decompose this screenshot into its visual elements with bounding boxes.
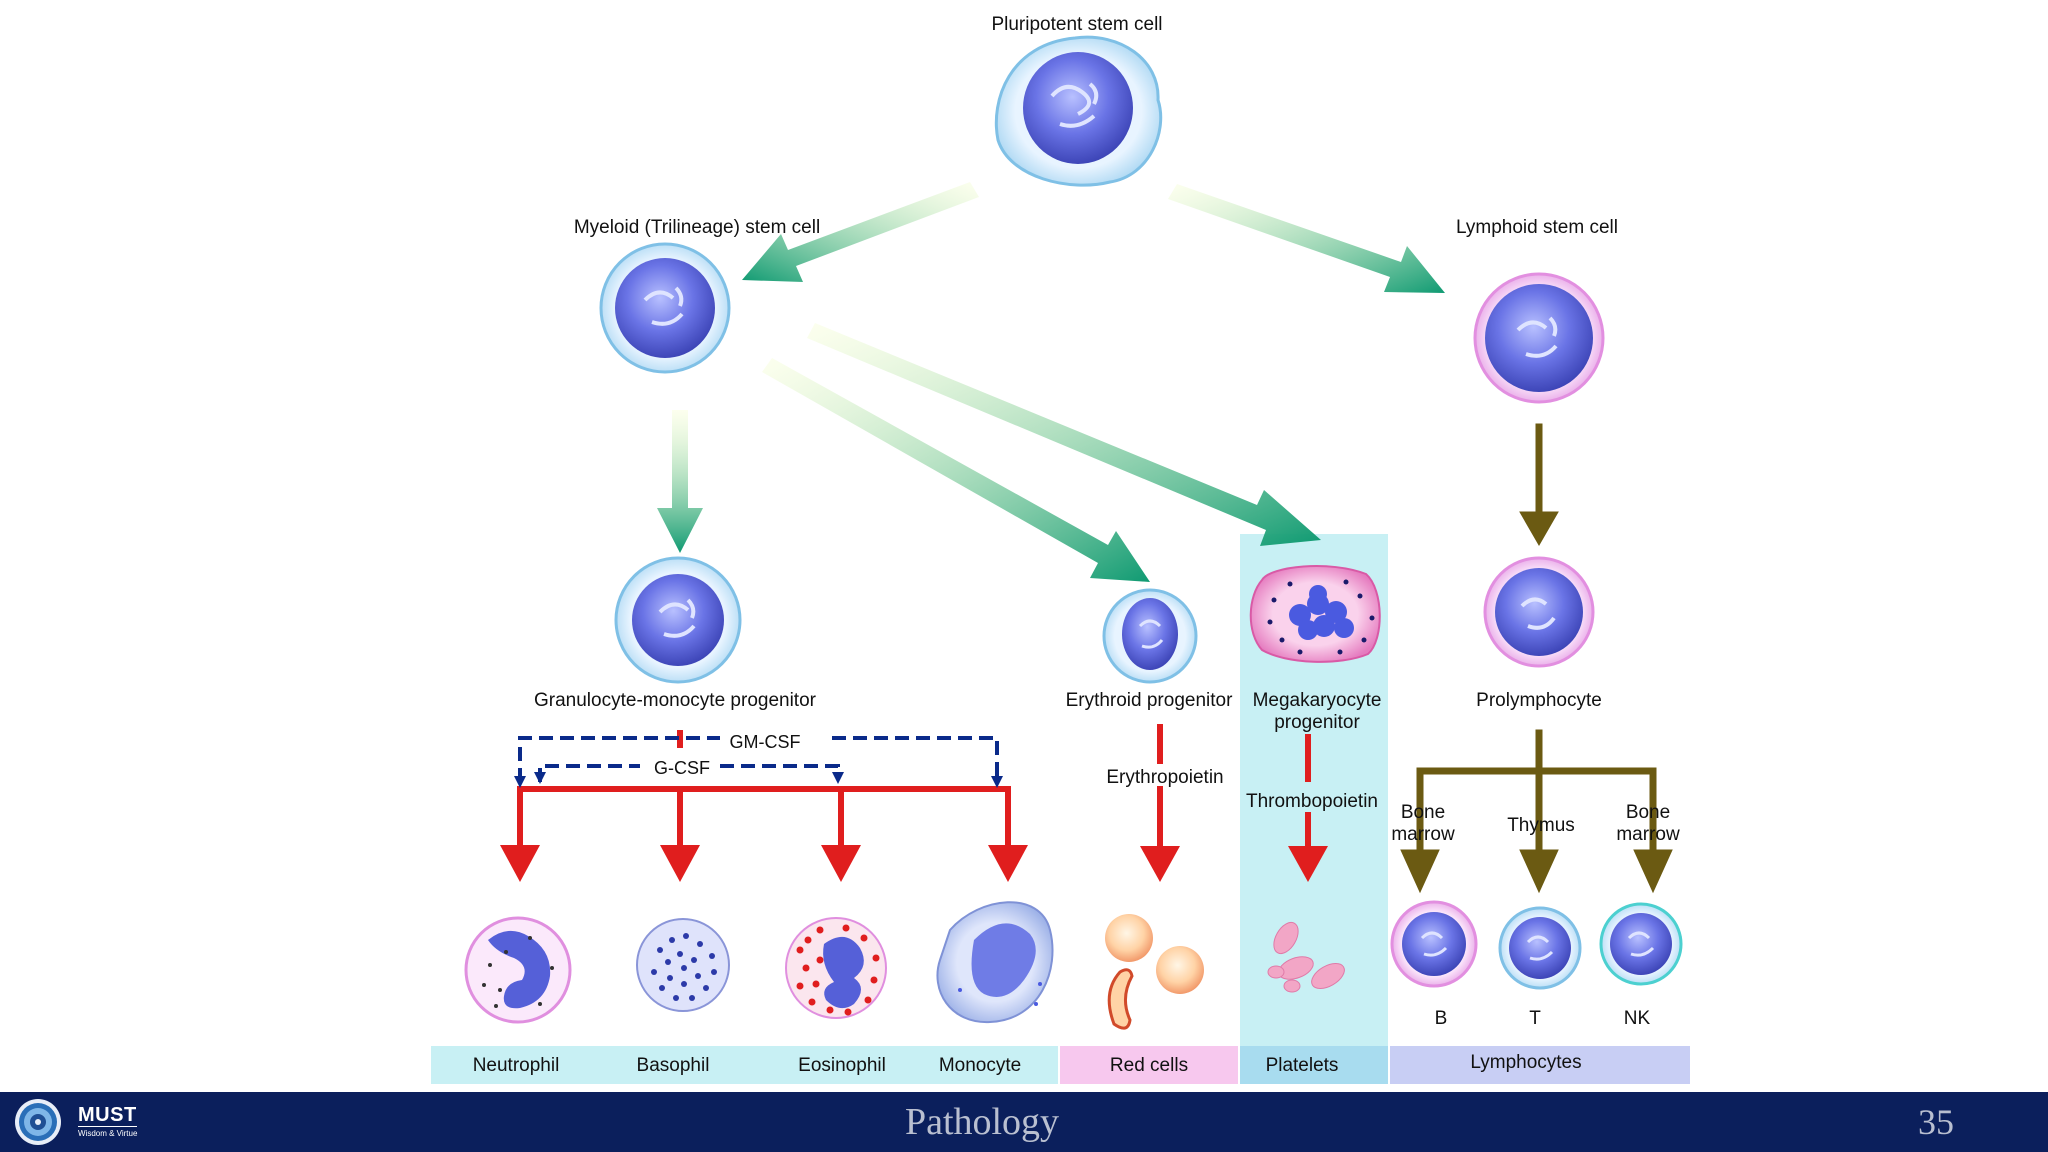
- hematopoiesis-diagram: Pluripotent stem cell Myeloid (Trilineag…: [431, 14, 1690, 1084]
- green-arrows: [657, 182, 1445, 582]
- label-lymphocytes: Lymphocytes: [1470, 1052, 1581, 1073]
- t-lymphocyte: [1498, 906, 1582, 990]
- footer-bar: MUST Wisdom & Virtue Pathology 35: [0, 1092, 2048, 1152]
- label-nk: NK: [1624, 1008, 1651, 1029]
- label-g-csf: G-CSF: [654, 758, 710, 778]
- granulocyte-label-band: [431, 1046, 1058, 1084]
- arrow-myeloid-to-megakaryocyte: [807, 323, 1321, 546]
- label-gm-csf: GM-CSF: [730, 732, 801, 752]
- label-thymus: Thymus: [1507, 815, 1575, 836]
- platelet-cells: [1267, 921, 1345, 993]
- neutrophil-cell: [464, 916, 572, 1024]
- brand-tagline: Wisdom & Virtue: [78, 1129, 138, 1138]
- label-erythroid-progenitor: Erythroid progenitor: [1066, 690, 1234, 711]
- myeloid-stem-cell: [599, 242, 731, 374]
- footer-title: Pathology: [904, 1101, 1060, 1143]
- arrow-pluripotent-to-lymphoid: [1168, 184, 1445, 293]
- lymphocytes-label-band: [1390, 1046, 1690, 1084]
- prolymphocyte-cell: [1483, 556, 1595, 668]
- label-bone-marrow-b-line1: Bone: [1401, 802, 1445, 823]
- red-blood-cells: [1105, 914, 1204, 1030]
- label-megakaryocyte-progenitor-line2: progenitor: [1274, 712, 1360, 733]
- eosinophil-cell: [785, 917, 887, 1019]
- label-prolymphocyte: Prolymphocyte: [1476, 690, 1602, 711]
- platelets-label-band: [1240, 1046, 1388, 1084]
- megakaryocyte-progenitor-cell: [1249, 565, 1381, 663]
- brand-name: MUST: [78, 1104, 137, 1127]
- label-bone-marrow-nk-line2: marrow: [1616, 824, 1680, 845]
- label-monocyte: Monocyte: [939, 1055, 1021, 1076]
- label-gm-progenitor: Granulocyte-monocyte progenitor: [534, 690, 817, 711]
- label-b: B: [1435, 1008, 1448, 1029]
- slide: Pluripotent stem cell Myeloid (Trilineag…: [431, 14, 1690, 1084]
- label-red-cells: Red cells: [1110, 1055, 1188, 1076]
- label-bone-marrow-nk-line1: Bone: [1626, 802, 1670, 823]
- label-myeloid: Myeloid (Trilineage) stem cell: [574, 217, 820, 238]
- erythroid-progenitor-cell: [1102, 588, 1198, 684]
- pluripotent-stem-cell: [994, 35, 1163, 187]
- label-t: T: [1529, 1008, 1541, 1029]
- arrow-myeloid-to-gm: [657, 410, 703, 553]
- arrow-myeloid-to-erythroid: [762, 358, 1150, 582]
- red-cells-label-band: [1060, 1046, 1238, 1084]
- university-logo: [15, 1099, 61, 1145]
- nk-lymphocyte: [1599, 902, 1683, 986]
- basophil-cell: [636, 918, 730, 1012]
- cytokine-arrowheads: [514, 772, 1003, 788]
- label-platelets: Platelets: [1266, 1055, 1339, 1076]
- b-lymphocyte: [1390, 900, 1478, 988]
- monocyte-cell: [936, 901, 1054, 1024]
- arrow-pluripotent-to-myeloid: [742, 182, 979, 282]
- lymphoid-arrows: [1400, 423, 1673, 894]
- page-number: 35: [1918, 1102, 1954, 1142]
- label-basophil: Basophil: [637, 1055, 710, 1076]
- label-erythropoietin: Erythropoietin: [1106, 767, 1223, 788]
- label-megakaryocyte-progenitor-line1: Megakaryocyte: [1253, 690, 1382, 711]
- label-lymphoid: Lymphoid stem cell: [1456, 217, 1618, 238]
- granulocyte-monocyte-progenitor-cell: [614, 556, 742, 684]
- red-arrows: [500, 724, 1328, 882]
- label-neutrophil: Neutrophil: [473, 1055, 560, 1076]
- lymphoid-stem-cell: [1473, 272, 1605, 404]
- label-thrombopoietin: Thrombopoietin: [1246, 791, 1378, 812]
- label-eosinophil: Eosinophil: [798, 1055, 886, 1076]
- brand-block: MUST Wisdom & Virtue: [78, 1104, 137, 1138]
- label-bone-marrow-b-line2: marrow: [1391, 824, 1455, 845]
- label-pluripotent: Pluripotent stem cell: [991, 14, 1162, 35]
